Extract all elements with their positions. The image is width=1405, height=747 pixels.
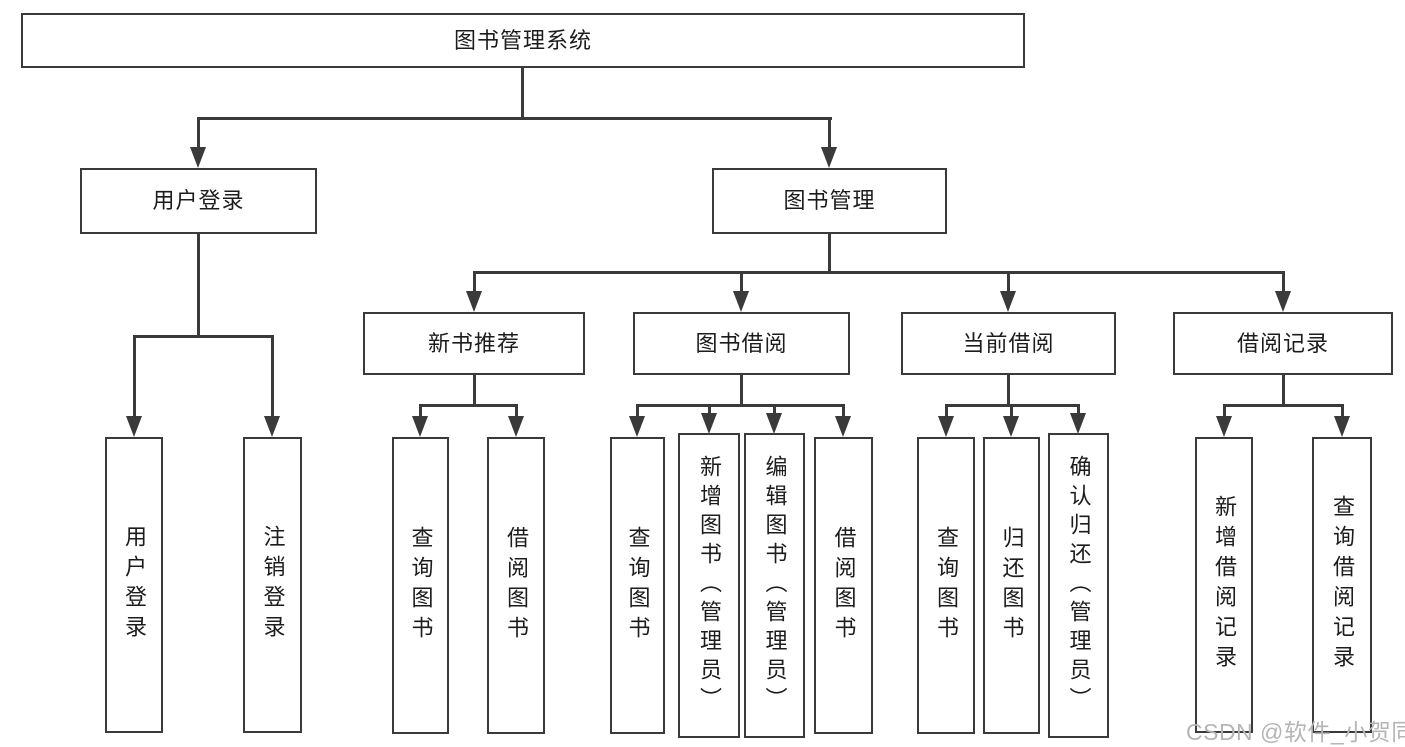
arrowhead-down-icon bbox=[733, 291, 749, 312]
arrowhead-down-icon bbox=[264, 416, 280, 437]
arrowhead-down-icon bbox=[1003, 416, 1019, 437]
connector-line bbox=[1007, 374, 1010, 407]
connector-line bbox=[132, 335, 136, 420]
connector-line bbox=[740, 374, 743, 407]
connector-line bbox=[1281, 271, 1285, 295]
leaf-query-books: 查询图书 bbox=[610, 437, 665, 734]
leaf-query-borrow-record: 查询借阅记录 bbox=[1312, 437, 1372, 733]
arrowhead-down-icon bbox=[766, 413, 782, 434]
connector-line bbox=[197, 117, 832, 120]
connector-line bbox=[772, 404, 776, 417]
connector-line bbox=[419, 404, 518, 407]
connector-line bbox=[707, 404, 711, 417]
leaf-query-books: 查询图书 bbox=[392, 437, 449, 734]
connector-line bbox=[1009, 404, 1013, 420]
leaf-edit-books-admin: 编辑图书（管理员） bbox=[744, 433, 805, 738]
leaf-confirm-return-admin: 确认归还（管理员） bbox=[1048, 433, 1109, 738]
arrowhead-down-icon bbox=[508, 416, 524, 437]
leaf-add-books-admin: 新增图书（管理员） bbox=[678, 433, 740, 738]
connector-line bbox=[514, 404, 518, 420]
connector-line bbox=[1222, 404, 1226, 420]
leaf-logout: 注销登录 bbox=[243, 437, 302, 733]
connector-line bbox=[473, 271, 1285, 274]
arrowhead-down-icon bbox=[1334, 416, 1350, 437]
connector-line bbox=[418, 404, 422, 420]
connector-line bbox=[473, 374, 476, 407]
node-borrow-records: 借阅记录 bbox=[1173, 312, 1393, 375]
arrowhead-down-icon bbox=[821, 147, 837, 168]
arrowhead-down-icon bbox=[1070, 413, 1086, 434]
connector-line bbox=[521, 68, 524, 119]
connector-line bbox=[1340, 404, 1344, 420]
arrowhead-down-icon bbox=[1000, 291, 1016, 312]
connector-line bbox=[197, 233, 200, 338]
node-book-borrowing: 图书借阅 bbox=[633, 312, 850, 375]
connector-line bbox=[196, 117, 200, 151]
arrowhead-down-icon bbox=[126, 416, 142, 437]
connector-line bbox=[270, 335, 274, 420]
connector-line bbox=[827, 117, 831, 151]
connector-line bbox=[739, 271, 743, 295]
leaf-return-books: 归还图书 bbox=[983, 437, 1040, 734]
connector-line bbox=[828, 233, 831, 274]
leaf-borrow-books: 借阅图书 bbox=[814, 437, 873, 734]
arrowhead-down-icon bbox=[701, 413, 717, 434]
connector-line bbox=[1006, 271, 1010, 295]
connector-line bbox=[1223, 404, 1344, 407]
leaf-borrow-books: 借阅图书 bbox=[487, 437, 545, 734]
arrowhead-down-icon bbox=[629, 416, 645, 437]
node-book-management: 图书管理 bbox=[712, 168, 947, 234]
connector-line bbox=[635, 404, 639, 420]
node-new-book-recommend: 新书推荐 bbox=[363, 312, 585, 375]
connector-line bbox=[944, 404, 948, 420]
connector-line bbox=[472, 271, 476, 295]
leaf-add-borrow-record: 新增借阅记录 bbox=[1195, 437, 1253, 733]
arrowhead-down-icon bbox=[938, 416, 954, 437]
node-current-borrowing: 当前借阅 bbox=[901, 312, 1116, 375]
connector-line bbox=[1282, 374, 1285, 407]
node-library-system: 图书管理系统 bbox=[21, 13, 1025, 68]
arrowhead-down-icon bbox=[1216, 416, 1232, 437]
arrowhead-down-icon bbox=[190, 147, 206, 168]
arrowhead-down-icon bbox=[412, 416, 428, 437]
arrowhead-down-icon bbox=[835, 416, 851, 437]
csdn-watermark: CSDN @软件_小贺同学 bbox=[1186, 719, 1405, 745]
arrowhead-down-icon bbox=[1275, 291, 1291, 312]
node-user-login: 用户登录 bbox=[80, 168, 317, 234]
leaf-user-login: 用户登录 bbox=[105, 437, 163, 733]
arrowhead-down-icon bbox=[466, 291, 482, 312]
connector-line bbox=[841, 404, 845, 420]
connector-line bbox=[945, 404, 1080, 407]
connector-line bbox=[1076, 404, 1080, 417]
connector-line bbox=[133, 335, 274, 338]
connector-line bbox=[636, 404, 845, 407]
leaf-query-books: 查询图书 bbox=[917, 437, 975, 734]
